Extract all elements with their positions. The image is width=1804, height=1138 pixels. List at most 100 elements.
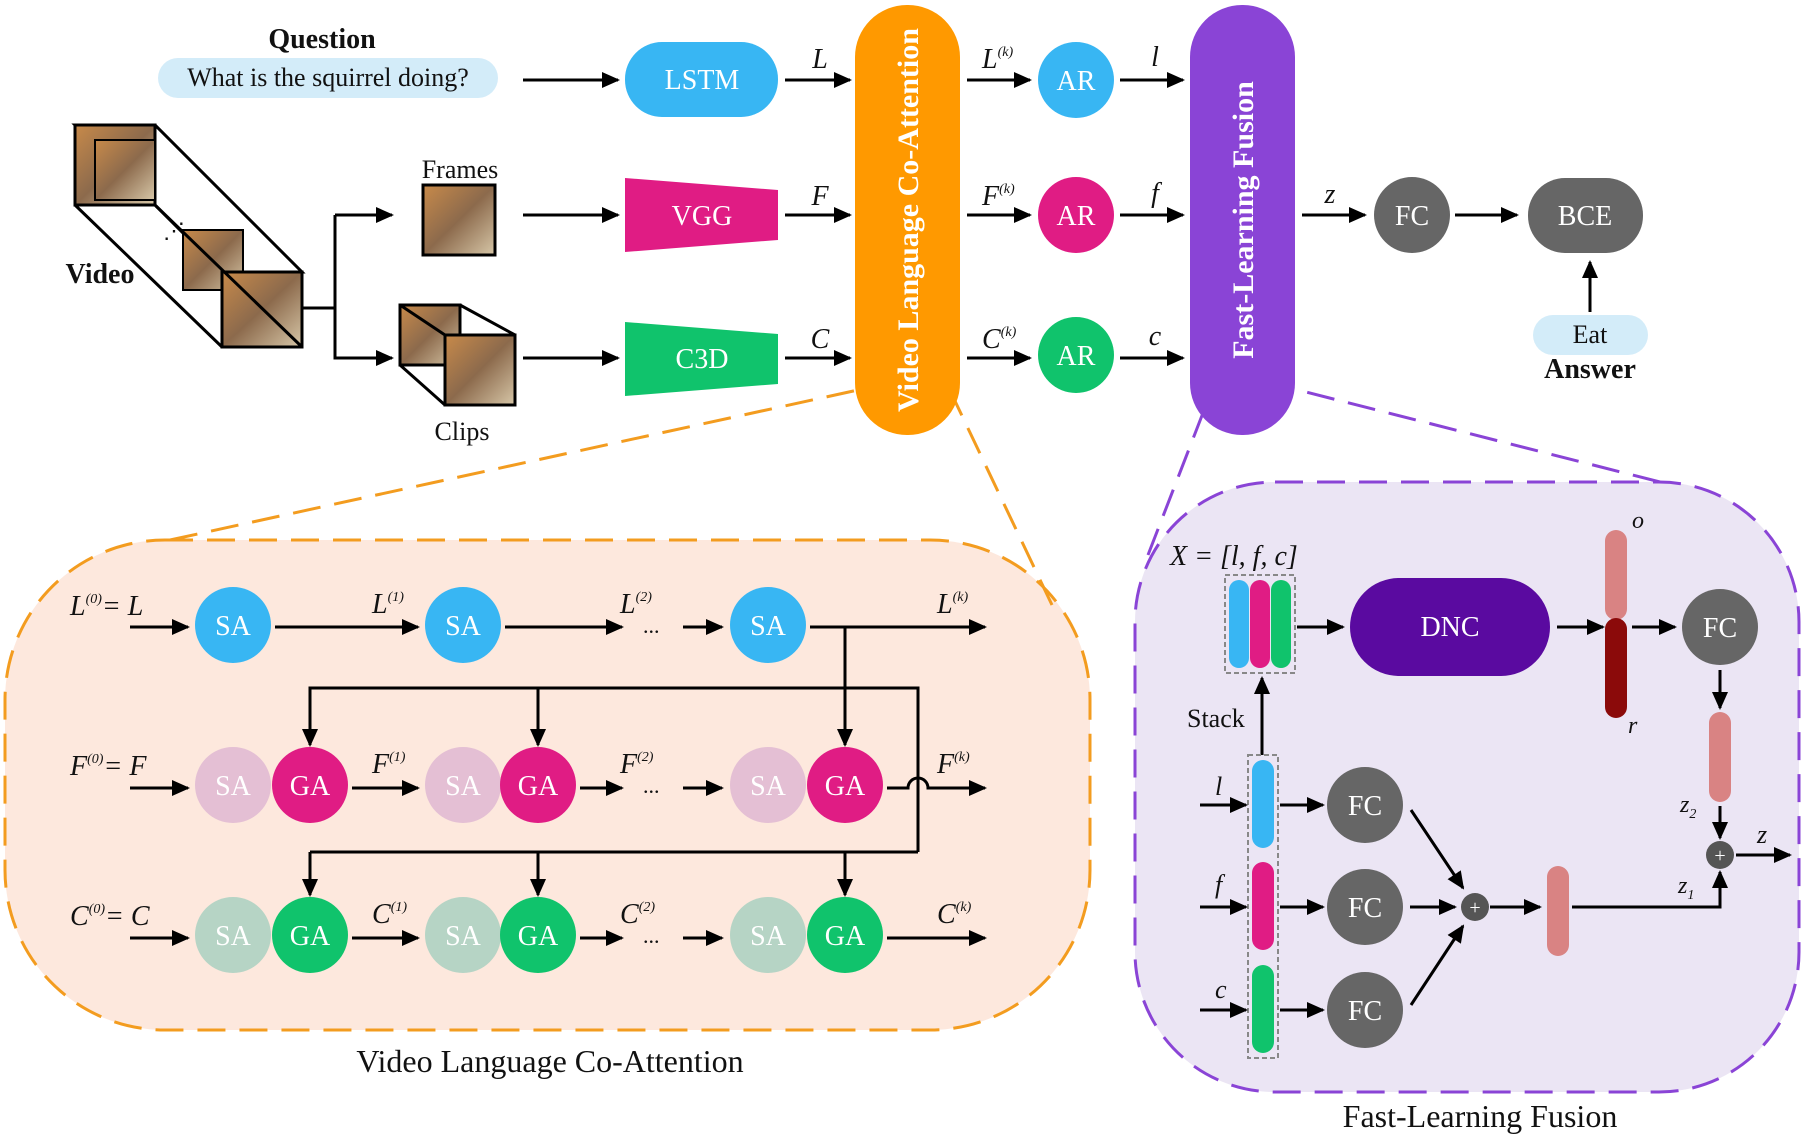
frames-label: Frames [422, 155, 499, 184]
vlca-sa-F2-label: SA [445, 771, 482, 802]
fusion-fc-c [1327, 972, 1403, 1048]
vlca-Fk-label: F(k) [936, 749, 970, 780]
vlca-sa-F1 [195, 747, 271, 823]
video-branch-connector [302, 215, 337, 310]
clips-label: Clips [435, 417, 490, 446]
fusion-z2-bar [1709, 712, 1731, 802]
ar-node-f [1038, 177, 1114, 253]
fusion-fc-l [1327, 767, 1403, 843]
fusion-final-sum-label: + [1714, 845, 1725, 867]
fusion-o-bar [1605, 530, 1627, 620]
lstm-label: LSTM [665, 65, 740, 96]
vlca-ga-C2 [500, 897, 576, 973]
fusion-fc-dnc-label: FC [1703, 613, 1737, 644]
vlca-sa-F2 [425, 747, 501, 823]
vlca-ga-Fk-label: GA [825, 771, 866, 802]
fusion-f-bar [1252, 862, 1274, 950]
fusion-x-bar-c [1271, 580, 1291, 668]
vlca-L1-label: L(1) [371, 589, 404, 620]
vlca-L0-label: L(0)= L [69, 591, 143, 622]
fusion-x-eq: X = [l, f, c] [1169, 541, 1298, 572]
vlca-F0-label: F(0)= F [69, 751, 147, 782]
fusion-z1-label: z1 [1677, 873, 1694, 903]
fusion-l-label: l [1215, 772, 1222, 801]
video-label: Video [66, 259, 135, 290]
vlca-ga-F2-label: GA [518, 771, 559, 802]
vlca-sa-C2 [425, 897, 501, 973]
question-text: What is the squirrel doing? [187, 63, 469, 92]
video-to-clips-arrow [333, 308, 394, 366]
fusion-c-bar [1252, 965, 1274, 1053]
vlca-F-dots: ... [643, 773, 660, 798]
fusion-fc-c-label: FC [1348, 996, 1382, 1027]
vlca-sa-Ck-label: SA [750, 921, 787, 952]
vlca-ga-C1 [272, 897, 348, 973]
vlca-bar [855, 5, 960, 435]
fusion-stack-label: Stack [1187, 704, 1245, 733]
fusion-bar [1190, 5, 1295, 435]
fusion-zoom-line-left [1146, 399, 1210, 556]
vlca-ga-Fk [807, 747, 883, 823]
vlca-sa-Fk [730, 747, 806, 823]
vlca-sa-L2 [425, 587, 501, 663]
fusion-final-sum-node [1706, 841, 1734, 869]
Lk-label: L(k) [981, 44, 1013, 75]
vlca-C1-label: C(1) [372, 899, 407, 930]
vlca-ga-Ck-label: GA [825, 921, 866, 952]
fusion-z1-to-final-sum-arrow [1572, 870, 1728, 909]
vlca-ga-F2 [500, 747, 576, 823]
vlca-panel-title: Video Language Co-Attention [356, 1043, 743, 1079]
question-header: Question [268, 24, 376, 55]
vgg-label: VGG [672, 201, 733, 232]
fusion-fc-f [1327, 869, 1403, 945]
vlca-ga-Ck [807, 897, 883, 973]
vlca-Lk-label: L(k) [936, 589, 968, 620]
vlca-sa-Lk-label: SA [750, 611, 787, 642]
answer-header: Answer [1544, 354, 1636, 385]
fusion-zoom-line-right [1297, 388, 1661, 484]
vlca-C-dots: ... [643, 923, 660, 948]
question-pill [158, 58, 498, 98]
frames-image [421, 183, 497, 257]
ar-node-c-label: AR [1057, 341, 1096, 372]
lstm-block [625, 42, 778, 117]
c-label: c [1149, 321, 1162, 352]
vlca-ga-C1-label: GA [290, 921, 331, 952]
dnc-label: DNC [1420, 612, 1479, 643]
vlca-Fk-out-arrow [887, 776, 987, 796]
c3d-block [625, 322, 778, 396]
fusion-fc-l-label: FC [1348, 791, 1382, 822]
fusion-z-out-label: z [1756, 820, 1767, 849]
fusion-lfc-outline [1247, 754, 1279, 1059]
Ck-label: C(k) [982, 324, 1017, 355]
clips-image [398, 303, 517, 407]
svg-text:⋰: ⋰ [163, 218, 185, 243]
fusion-fcc-to-sum-arrow [1409, 924, 1465, 1006]
L-label: L [811, 44, 828, 75]
bce-block [1528, 178, 1643, 253]
vlca-C2-label: C(2) [620, 899, 655, 930]
l-label: l [1151, 42, 1159, 73]
fusion-r-label: r [1628, 713, 1638, 739]
fusion-c-label: c [1215, 975, 1227, 1004]
ar-node-l [1038, 42, 1114, 118]
vlca-sa-C1-label: SA [215, 921, 252, 952]
fusion-o-label: o [1632, 508, 1644, 534]
vlca-C0-label: C(0)= C [70, 901, 150, 932]
vlca-bar-label: Video Language Co-Attention [892, 28, 925, 412]
vlca-F2-label: F(2) [619, 749, 654, 780]
c3d-label: C3D [676, 344, 729, 375]
fusion-f-label: f [1215, 870, 1226, 899]
fusion-x-bar-f [1250, 580, 1270, 668]
ar-node-l-label: AR [1057, 66, 1096, 97]
vlca-L2-label: L(2) [619, 589, 652, 620]
fusion-sum-label: + [1469, 897, 1480, 919]
vlca-sa-Lk [730, 587, 806, 663]
fusion-r-bar [1605, 618, 1627, 718]
C-label: C [811, 324, 830, 355]
vlca-sa-L1-label: SA [215, 611, 252, 642]
vlca-ga-F1-label: GA [290, 771, 331, 802]
answer-pill [1533, 315, 1648, 355]
vlca-L-dots: ... [643, 613, 660, 638]
dnc-block [1350, 578, 1550, 676]
